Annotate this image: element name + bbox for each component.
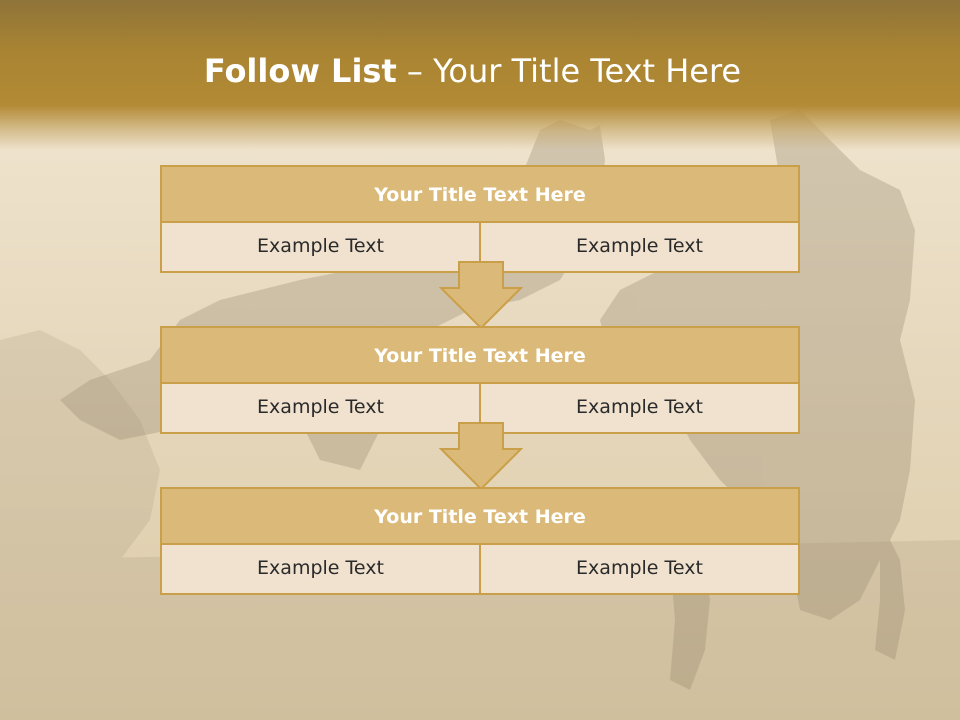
step-1-row: Example Text Example Text bbox=[162, 223, 798, 271]
step-3-left-cell: Example Text bbox=[162, 545, 481, 593]
step-3-right-cell: Example Text bbox=[481, 545, 798, 593]
slide-title: Follow List – Your Title Text Here bbox=[0, 52, 945, 90]
step-2-header: Your Title Text Here bbox=[162, 328, 798, 384]
header-band bbox=[0, 0, 960, 150]
down-arrow-icon bbox=[439, 261, 523, 330]
title-separator: – bbox=[396, 52, 434, 90]
step-1-left-cell: Example Text bbox=[162, 223, 481, 271]
title-rest: Your Title Text Here bbox=[433, 52, 742, 90]
step-1-header: Your Title Text Here bbox=[162, 167, 798, 223]
step-box-3: Your Title Text Here Example Text Exampl… bbox=[160, 487, 800, 595]
down-arrow-icon bbox=[439, 422, 523, 491]
step-2-row: Example Text Example Text bbox=[162, 384, 798, 432]
step-2-right-cell: Example Text bbox=[481, 384, 798, 432]
title-bold: Follow List bbox=[203, 52, 397, 90]
step-3-header: Your Title Text Here bbox=[162, 489, 798, 545]
step-box-1: Your Title Text Here Example Text Exampl… bbox=[160, 165, 800, 273]
step-box-2: Your Title Text Here Example Text Exampl… bbox=[160, 326, 800, 434]
step-1-right-cell: Example Text bbox=[481, 223, 798, 271]
step-2-left-cell: Example Text bbox=[162, 384, 481, 432]
step-3-row: Example Text Example Text bbox=[162, 545, 798, 593]
